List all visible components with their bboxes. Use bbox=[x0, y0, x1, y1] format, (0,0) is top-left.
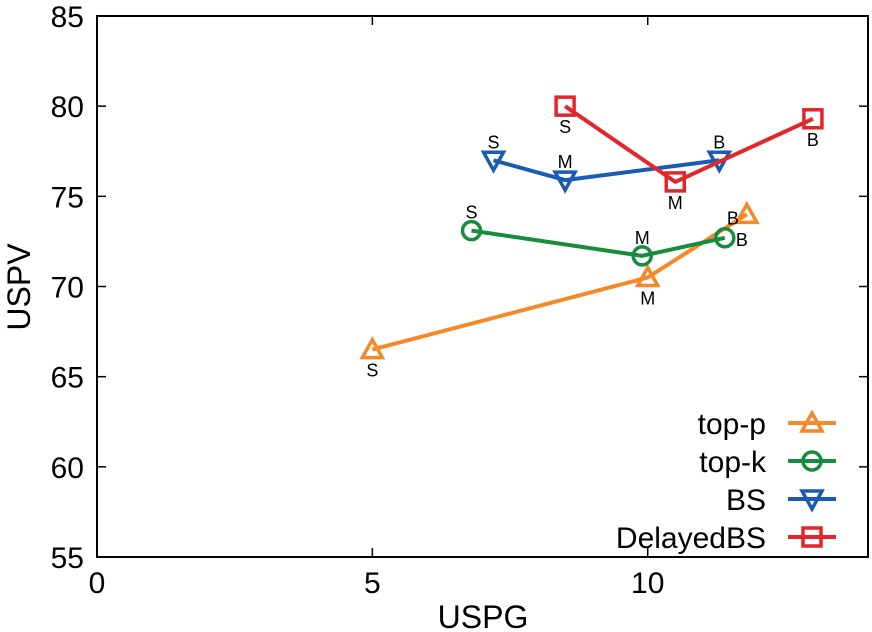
data-point bbox=[714, 227, 736, 249]
data-point bbox=[733, 200, 760, 225]
y-tick-label: 55 bbox=[51, 542, 84, 575]
legend-label: top-k bbox=[699, 446, 767, 479]
data-point bbox=[359, 336, 386, 360]
legend: top-p top-kBS DelayedBS bbox=[616, 408, 836, 555]
legend-marker bbox=[801, 450, 823, 472]
data-label: B bbox=[727, 208, 739, 228]
data-label: S bbox=[559, 117, 571, 137]
data-label: M bbox=[558, 152, 573, 172]
data-label: B bbox=[807, 130, 819, 150]
legend-entry-delayedbs: DelayedBS bbox=[616, 522, 836, 555]
axes: 0 5 10 55 60 65 70 75 80 85 bbox=[51, 1, 868, 600]
y-tick-label: 60 bbox=[51, 452, 84, 485]
data-point bbox=[552, 170, 579, 194]
data-point bbox=[664, 171, 686, 193]
y-axis-title: USPV bbox=[1, 243, 37, 331]
y-tick-label: 65 bbox=[51, 362, 84, 395]
legend-marker bbox=[799, 409, 825, 433]
series-delayedbs: SMB bbox=[554, 95, 824, 213]
legend-label: top-p bbox=[698, 408, 766, 441]
data-point bbox=[634, 263, 661, 288]
data-label: S bbox=[488, 132, 500, 152]
series-line bbox=[492, 158, 720, 183]
data-point bbox=[554, 95, 576, 117]
series-line bbox=[371, 212, 748, 352]
data-point bbox=[480, 150, 507, 174]
data-label: M bbox=[635, 228, 650, 248]
y-tick-label: 80 bbox=[51, 91, 84, 124]
legend-label: DelayedBS bbox=[616, 522, 766, 555]
x-tick-label: 0 bbox=[89, 567, 106, 600]
series-bs: S M B bbox=[480, 132, 733, 194]
y-tick-label: 75 bbox=[51, 181, 84, 214]
data-label: B bbox=[713, 132, 725, 152]
series-top-p: S M B bbox=[359, 200, 760, 381]
legend-marker bbox=[799, 489, 825, 513]
data-label: M bbox=[640, 288, 655, 308]
data-label: B bbox=[736, 230, 748, 250]
series-line bbox=[563, 104, 814, 184]
x-axis-title: USPG bbox=[438, 599, 529, 632]
series-top-k: S M B bbox=[460, 203, 748, 267]
legend-entry-top-p: top-p bbox=[698, 408, 836, 441]
data-point bbox=[631, 245, 653, 267]
legend-label: BS bbox=[726, 484, 766, 517]
y-tick-label: 70 bbox=[51, 272, 84, 305]
data-point bbox=[802, 108, 824, 130]
data-label: M bbox=[668, 193, 683, 213]
legend-entry-bs: BS bbox=[726, 484, 836, 517]
legend-entry-top-k: top-k bbox=[699, 446, 836, 479]
x-tick-label: 10 bbox=[631, 567, 664, 600]
series-line bbox=[471, 228, 726, 258]
data-label: S bbox=[465, 203, 477, 223]
data-label: S bbox=[366, 361, 378, 381]
legend-marker bbox=[801, 526, 823, 548]
data-point bbox=[460, 219, 483, 242]
x-tick-label: 5 bbox=[364, 567, 381, 600]
y-tick-label: 85 bbox=[51, 1, 84, 34]
